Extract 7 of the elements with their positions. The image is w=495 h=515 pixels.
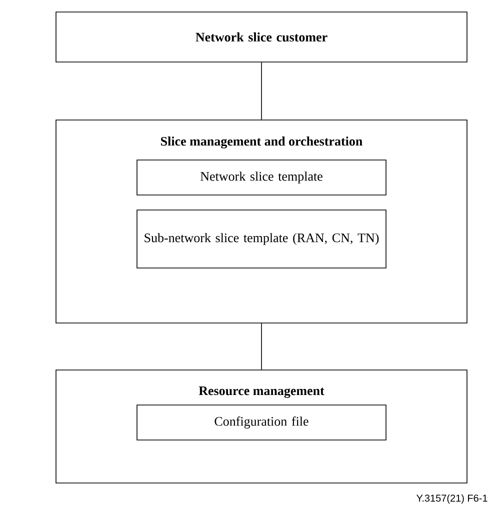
process-box: Network slice template (136, 160, 386, 196)
process-box: Configuration file (136, 404, 386, 440)
figure-number: Y.3157(21) F6-1 (416, 494, 488, 504)
process-box: Sub-network slice template (RAN, CN, TN) (136, 210, 386, 268)
connector-line (261, 62, 262, 120)
connector-line (261, 323, 262, 370)
process-box: Network slice customer (56, 12, 468, 62)
